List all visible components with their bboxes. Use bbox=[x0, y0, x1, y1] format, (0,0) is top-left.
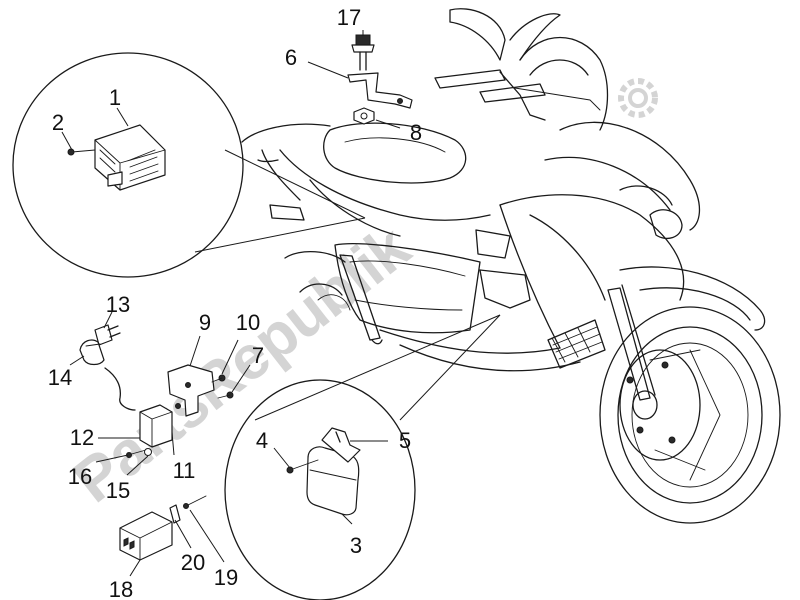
callout-9: 9 bbox=[199, 310, 211, 335]
part-14-connector-plug bbox=[79, 339, 105, 366]
part-6-bracket bbox=[347, 72, 413, 109]
callout-4: 4 bbox=[256, 428, 268, 453]
part-7-screw bbox=[217, 391, 234, 399]
part-1-voltage-regulator bbox=[94, 124, 166, 191]
callout-6: 6 bbox=[285, 45, 297, 70]
callout-10: 10 bbox=[236, 310, 260, 335]
part-5-mounting-frame bbox=[321, 427, 361, 463]
detail-circle-lower-right bbox=[224, 314, 501, 600]
callout-14: 14 bbox=[48, 365, 72, 390]
part-9-mounting-bracket bbox=[167, 364, 215, 417]
callout-12: 12 bbox=[70, 425, 94, 450]
callout-7: 7 bbox=[252, 343, 264, 368]
gear-icon bbox=[618, 78, 658, 118]
part-18-relay bbox=[119, 511, 173, 561]
callout-2: 2 bbox=[52, 110, 64, 135]
part-13-connector bbox=[94, 324, 121, 346]
part-4-screw bbox=[286, 459, 319, 474]
callout-19: 19 bbox=[214, 565, 238, 590]
callout-16: 16 bbox=[68, 464, 92, 489]
part-15-washer bbox=[144, 448, 152, 456]
callout-11: 11 bbox=[173, 458, 196, 483]
part-17-bolt bbox=[351, 34, 375, 71]
part-12-relay bbox=[139, 404, 173, 448]
part-19-screw bbox=[183, 495, 207, 509]
callout-18: 18 bbox=[109, 577, 133, 600]
callout-labels: 17 6 8 1 2 13 14 9 10 7 12 16 15 11 4 5 … bbox=[48, 5, 422, 600]
callout-1: 1 bbox=[109, 85, 121, 110]
callout-17: 17 bbox=[337, 5, 361, 30]
callout-5: 5 bbox=[399, 428, 411, 453]
callout-13: 13 bbox=[106, 292, 130, 317]
scooter-illustration bbox=[241, 8, 781, 524]
leader-lines bbox=[61, 30, 401, 577]
part-8-nut bbox=[353, 107, 375, 125]
watermark-text: PartsRepublik bbox=[61, 212, 423, 516]
callout-20: 20 bbox=[181, 550, 205, 575]
detail-circle-upper-left bbox=[12, 52, 366, 278]
callout-8: 8 bbox=[410, 120, 422, 145]
part-20-clip bbox=[169, 504, 181, 524]
callout-15: 15 bbox=[106, 478, 130, 503]
wiring-harness bbox=[104, 367, 136, 411]
callout-3: 3 bbox=[350, 533, 362, 558]
part-10-screw bbox=[211, 374, 226, 383]
part-3-control-unit bbox=[306, 446, 360, 516]
